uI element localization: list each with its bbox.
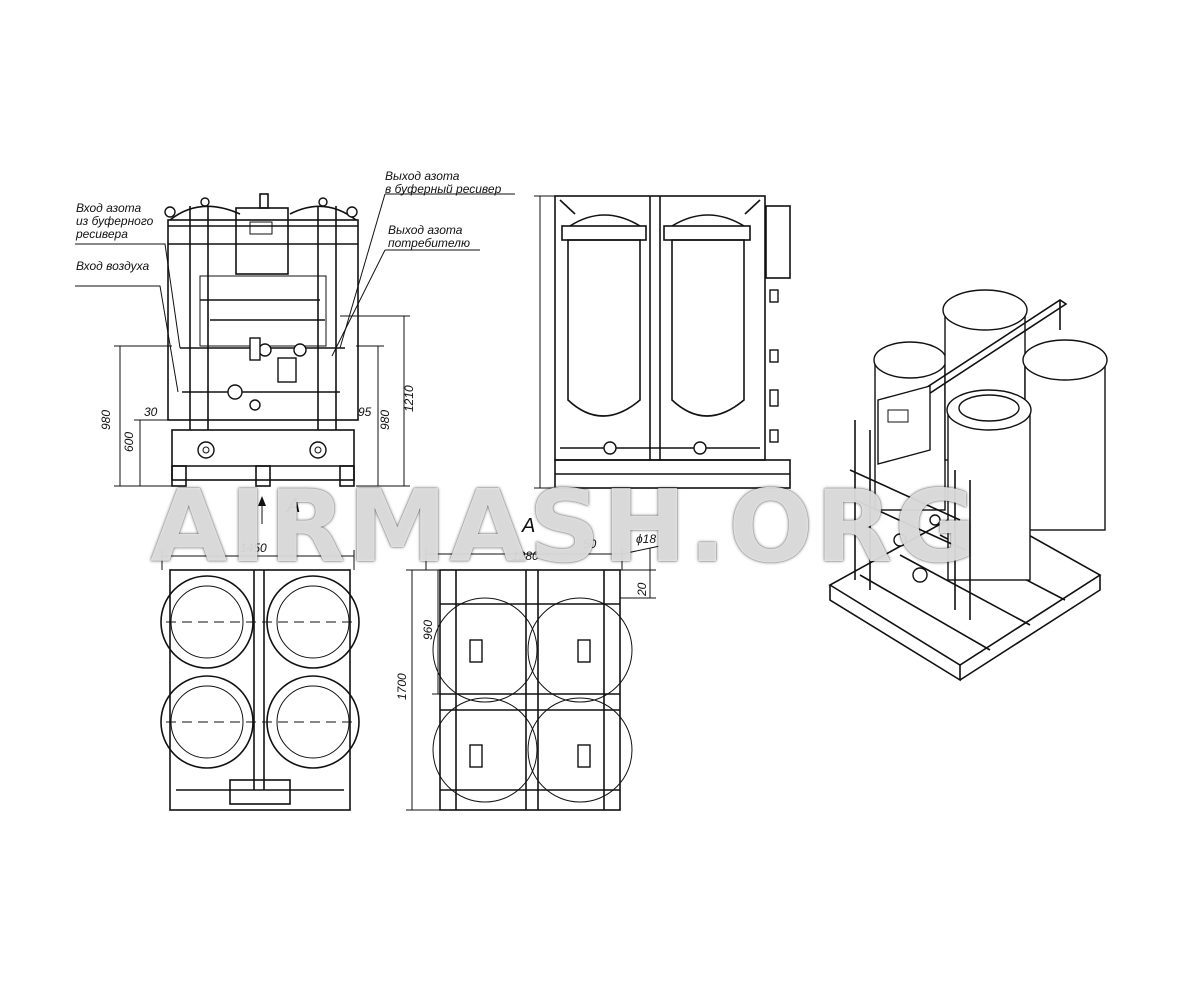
dim-95: 95 [358, 405, 372, 419]
iso-tank-front-right [1022, 339, 1108, 531]
view-a-frame [439, 569, 621, 811]
label-nitrogen-out-consumer-2: потребителю [388, 236, 470, 250]
view-a-arrowhead [258, 496, 266, 506]
side-right-tank [671, 239, 745, 417]
top-control-box [229, 779, 291, 805]
dim-960: 960 [421, 620, 435, 640]
front-left-tank-lid [169, 205, 241, 221]
front-view [164, 193, 359, 487]
front-control-box [235, 207, 289, 275]
front-right-tank-lid [289, 205, 357, 221]
front-leaders [75, 193, 515, 393]
side-left-tank [567, 239, 641, 417]
dim-20: 20 [635, 582, 649, 597]
view-a-arrow-label: A [286, 495, 300, 517]
iso-control-box [877, 385, 931, 465]
view-a [432, 569, 633, 811]
dim-600: 600 [122, 432, 136, 452]
top-frame [169, 569, 351, 811]
front-tanks-body [167, 219, 359, 421]
dim-diameter-18: ϕ18 [636, 532, 656, 546]
label-air-in: Вход воздуха [76, 259, 149, 273]
view-a-title: A [521, 515, 535, 537]
dim-50: 50 [583, 537, 597, 551]
label-nitrogen-out-buffer-2: в буферный ресивер [385, 182, 502, 196]
label-nitrogen-in-3: ресивера [75, 227, 128, 241]
dim-1210: 1210 [402, 385, 416, 412]
dimension-lines [114, 315, 661, 811]
side-view [554, 195, 791, 489]
iso-tank-front-left [946, 389, 1032, 581]
dim-1700: 1700 [395, 673, 409, 700]
dim-1450: 1450 [240, 541, 267, 555]
top-view [160, 569, 360, 811]
dim-980-right: 980 [378, 410, 392, 430]
label-nitrogen-in-2: из буферного [76, 214, 154, 228]
dim-30: 30 [144, 405, 158, 419]
label-nitrogen-out-buffer-1: Выход азота [385, 169, 460, 183]
front-base-frame [171, 429, 355, 481]
label-nitrogen-out-consumer-1: Выход азота [388, 223, 463, 237]
isometric-view [828, 289, 1108, 682]
label-nitrogen-in-1: Вход азота [76, 201, 142, 215]
dim-1280: 1280 [512, 549, 539, 563]
dim-980-left: 980 [99, 410, 113, 430]
